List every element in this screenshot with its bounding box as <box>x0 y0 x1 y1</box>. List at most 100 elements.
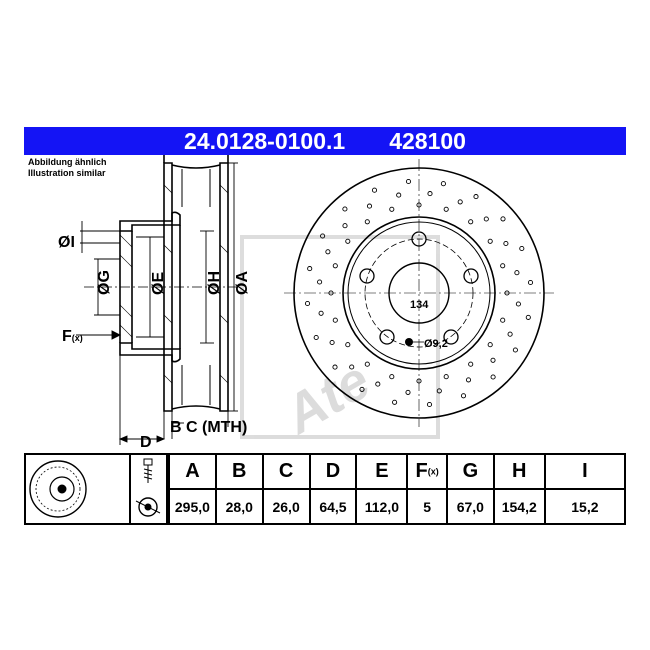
drill-hole <box>342 206 348 212</box>
drill-hole <box>500 263 506 269</box>
drill-hole <box>349 364 355 370</box>
drill-hole <box>416 202 422 208</box>
value-a: 295,0 <box>168 488 217 525</box>
drill-hole <box>507 331 513 337</box>
disc-thumbnail-icon <box>29 460 87 518</box>
col-header-g: G <box>445 453 495 490</box>
drill-hole <box>525 314 531 320</box>
dim-label-a: ØA <box>234 271 251 295</box>
drill-hole <box>364 361 370 367</box>
drill-hole <box>473 194 479 200</box>
col-header-d: D <box>308 453 358 490</box>
drill-hole <box>304 300 311 307</box>
col-header-h: H <box>492 453 546 490</box>
disc-section-view <box>84 155 238 412</box>
drill-hole <box>519 245 525 252</box>
drill-hole <box>490 374 496 380</box>
dimension-labels: ØI ØG ØE ØH ØA F(x) B C (MTH) D <box>58 234 251 451</box>
thumbnail-icons <box>24 453 168 525</box>
value-b: 28,0 <box>214 488 264 525</box>
header-banner: 24.0128-0100.1 428100 <box>24 127 626 155</box>
drill-hole <box>457 199 463 205</box>
drill-hole <box>345 342 351 348</box>
value-g: 67,0 <box>445 488 495 525</box>
value-d: 64,5 <box>308 488 358 525</box>
centre-hole-marker <box>405 338 424 346</box>
front-view-labels: 134 Ø9,2 <box>410 299 448 350</box>
drill-hole <box>490 357 496 363</box>
pcd-label: 134 <box>410 299 429 311</box>
drill-hole <box>371 187 378 193</box>
drill-hole <box>332 364 338 370</box>
col-header-b: B <box>214 453 264 490</box>
drill-hole <box>332 317 338 323</box>
drill-hole <box>320 233 326 239</box>
drill-hole <box>460 393 467 399</box>
drill-hole <box>313 334 319 341</box>
dimension-lines <box>76 162 238 445</box>
drill-hole <box>342 223 348 229</box>
drill-hole <box>503 240 509 247</box>
drill-hole <box>325 249 331 255</box>
bolt-hole-label: Ø9,2 <box>424 338 448 350</box>
drill-hole <box>396 192 402 198</box>
part-number: 24.0128-0100.1 <box>184 127 346 154</box>
drill-hole <box>307 266 313 272</box>
drill-hole <box>443 206 449 212</box>
drill-hole <box>389 374 395 380</box>
drill-hole <box>405 178 412 185</box>
value-h: 154,2 <box>492 488 546 525</box>
col-header-a: A <box>168 453 217 490</box>
drill-hole <box>500 317 506 323</box>
value-e: 112,0 <box>355 488 409 525</box>
drill-hole <box>364 219 370 225</box>
drill-hole <box>359 386 365 392</box>
dim-label-c: C (MTH) <box>186 419 247 436</box>
drill-hole <box>465 377 472 383</box>
drill-hole <box>468 219 474 225</box>
value-f: 5 <box>406 488 448 525</box>
drill-hole <box>426 401 433 408</box>
drill-hole <box>427 191 433 197</box>
drill-hole <box>512 347 518 353</box>
drill-hole <box>487 342 493 348</box>
drill-hole <box>317 279 323 285</box>
drill-hole <box>440 181 446 187</box>
drill-hole <box>527 279 534 286</box>
value-i: 15,2 <box>543 488 627 525</box>
col-header-e: E <box>355 453 409 490</box>
dimension-values-table: A B C D E F(x) G H I 295,0 28,0 26,0 64,… <box>168 453 627 525</box>
drill-hole <box>328 290 334 296</box>
ref-number: 428100 <box>389 127 466 154</box>
technical-drawing: Ate <box>58 155 554 451</box>
spec-table: A B C D E F(x) G H I 295,0 28,0 26,0 64,… <box>24 453 627 525</box>
drill-hole <box>389 206 395 212</box>
drill-hole <box>500 216 506 222</box>
drill-hole <box>416 378 422 384</box>
wheel-bolt-holes <box>359 231 479 345</box>
illustration-note: Abbildung ähnlich Illustration similar <box>28 157 107 179</box>
drill-hole <box>504 290 510 296</box>
drill-hole <box>375 381 381 387</box>
drill-hole <box>443 374 449 380</box>
drill-hole <box>318 310 324 316</box>
col-header-i: I <box>543 453 627 490</box>
drill-hole <box>366 203 373 209</box>
drill-hole <box>515 301 521 307</box>
drill-hole <box>483 216 489 222</box>
watermark-text: Ate <box>273 350 380 446</box>
col-header-f: F(x) <box>406 453 448 490</box>
drill-hole <box>436 388 442 394</box>
dim-label-d: D <box>140 434 152 451</box>
dim-label-e: ØE <box>150 272 167 295</box>
cross-drill-holes <box>304 178 534 408</box>
drill-hole <box>468 361 474 367</box>
drill-hole <box>345 238 351 244</box>
table-header-row: A B C D E F(x) G H I <box>168 453 627 490</box>
drill-hole <box>332 263 338 269</box>
bolt-icon <box>135 458 161 517</box>
table-value-row: 295,0 28,0 26,0 64,5 112,0 5 67,0 154,2 … <box>168 488 627 525</box>
dim-label-b: B <box>170 419 182 436</box>
drill-hole <box>487 238 493 244</box>
dim-label-f: F(x) <box>62 328 83 345</box>
